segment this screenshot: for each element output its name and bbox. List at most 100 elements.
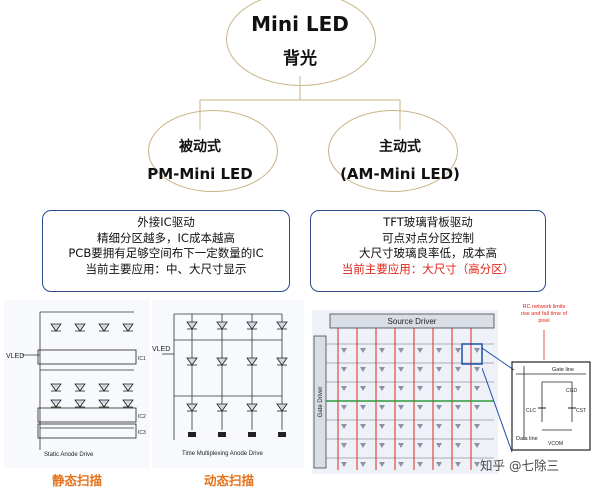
vled-label: VLED <box>6 353 24 360</box>
led-symbol <box>216 357 228 366</box>
matrix-led <box>341 424 347 429</box>
matrix-led <box>436 348 442 353</box>
led-symbol <box>216 321 228 330</box>
matrix-led <box>379 348 385 353</box>
led-symbol <box>98 383 110 392</box>
matrix-led <box>379 424 385 429</box>
right-feature-box: TFT玻璃背板驱动 可点对点分区控制 大尺寸玻璃良率低，成本高 当前主要应用：大… <box>310 210 546 292</box>
matrix-led <box>455 462 461 467</box>
watermark: 知乎 @七除三 <box>480 458 559 473</box>
led-symbol <box>74 383 86 392</box>
matrix-led <box>398 462 404 467</box>
gate-line-label: Gate line <box>552 367 574 373</box>
vled-label: VLED <box>152 346 170 353</box>
matrix-led <box>474 424 480 429</box>
matrix-led <box>474 443 480 448</box>
matrix-led <box>379 386 385 391</box>
led-symbol <box>216 403 228 412</box>
matrix-led <box>436 443 442 448</box>
matrix-led <box>455 424 461 429</box>
root-subtitle: 背光 <box>283 49 317 69</box>
root-title: Mini LED <box>251 12 349 36</box>
clc-label: CLC <box>526 408 536 414</box>
feature-line: 精细分区越多，IC成本越高 <box>97 230 235 245</box>
tree-connector <box>199 76 401 130</box>
matrix-led <box>398 348 404 353</box>
led-symbol <box>74 399 86 408</box>
led-symbol <box>50 399 62 408</box>
matrix-led <box>360 367 366 372</box>
matrix-led <box>436 405 442 410</box>
matrix-led <box>398 405 404 410</box>
matrix-led <box>455 443 461 448</box>
led-symbol <box>276 357 288 366</box>
decorative-ring <box>148 110 278 192</box>
matrix-led <box>474 405 480 410</box>
right-branch-name: (AM-Mini LED) <box>340 165 460 183</box>
matrix-led <box>436 424 442 429</box>
led-symbol <box>50 383 62 392</box>
matrix-led <box>360 348 366 353</box>
led-symbol <box>276 321 288 330</box>
matrix-led <box>417 462 423 467</box>
matrix-led <box>455 405 461 410</box>
dynamic-anode-figure: VLED Time Multiplexing Anode Drive <box>152 300 304 468</box>
matrix-led <box>341 367 347 372</box>
matrix-led <box>417 424 423 429</box>
led-symbol <box>246 357 258 366</box>
matrix-led <box>455 367 461 372</box>
feature-line: 当前主要应用：大尺寸（高分区） <box>341 261 515 276</box>
matrix-led <box>398 424 404 429</box>
led-symbol <box>186 403 198 412</box>
matrix-led <box>341 348 347 353</box>
matrix-led <box>417 348 423 353</box>
matrix-led <box>436 386 442 391</box>
matrix-led <box>379 462 385 467</box>
matrix-led <box>417 405 423 410</box>
led-symbol <box>74 323 86 332</box>
left-branch-label: 被动式 <box>179 139 221 155</box>
data-line-label: Data line <box>516 436 538 442</box>
matrix-led <box>474 386 480 391</box>
matrix-led <box>379 405 385 410</box>
matrix-led <box>341 405 347 410</box>
matrix-led <box>341 386 347 391</box>
cst-label: CST <box>576 408 586 414</box>
ic-label: IC3 <box>138 430 146 436</box>
matrix-led <box>436 367 442 372</box>
led-symbol <box>246 321 258 330</box>
static-scan-caption: 静态扫描 <box>52 473 103 488</box>
matrix-led <box>436 462 442 467</box>
matrix-led <box>379 443 385 448</box>
matrix-led <box>398 386 404 391</box>
right-branch-label: 主动式 <box>379 139 421 155</box>
static-anode-figure: VLED IC1 IC2 IC3 Static Anode Drive <box>4 300 150 468</box>
matrix-led <box>360 405 366 410</box>
led-symbol <box>98 323 110 332</box>
matrix-led <box>455 386 461 391</box>
decorative-ring <box>328 110 458 192</box>
matrix-led <box>379 367 385 372</box>
static-footer: Static Anode Drive <box>44 452 94 458</box>
dynamic-anode-schematic: VLED Time Multiplexing Anode Drive <box>152 313 288 457</box>
matrix-led <box>474 462 480 467</box>
source-driver-label: Source Driver <box>388 317 437 326</box>
matrix-led <box>398 443 404 448</box>
active-matrix-schematic: Source Driver Gate Driver <box>313 313 495 470</box>
led-symbol <box>98 399 110 408</box>
led-symbol <box>276 403 288 412</box>
led-symbol <box>246 403 258 412</box>
led-symbol <box>122 399 134 408</box>
static-anode-schematic: VLED IC1 IC2 IC3 Static Anode Drive <box>6 311 146 458</box>
ic-label: IC1 <box>138 356 146 362</box>
feature-line: TFT玻璃背板驱动 <box>383 215 473 229</box>
gate-driver-label: Gate Driver <box>318 387 324 418</box>
led-symbol <box>186 321 198 330</box>
matrix-led <box>398 367 404 372</box>
ic-label: IC2 <box>138 414 146 420</box>
led-symbol <box>122 383 134 392</box>
feature-line: 外接IC驱动 <box>137 215 195 229</box>
matrix-led <box>474 348 480 353</box>
matrix-led <box>341 462 347 467</box>
